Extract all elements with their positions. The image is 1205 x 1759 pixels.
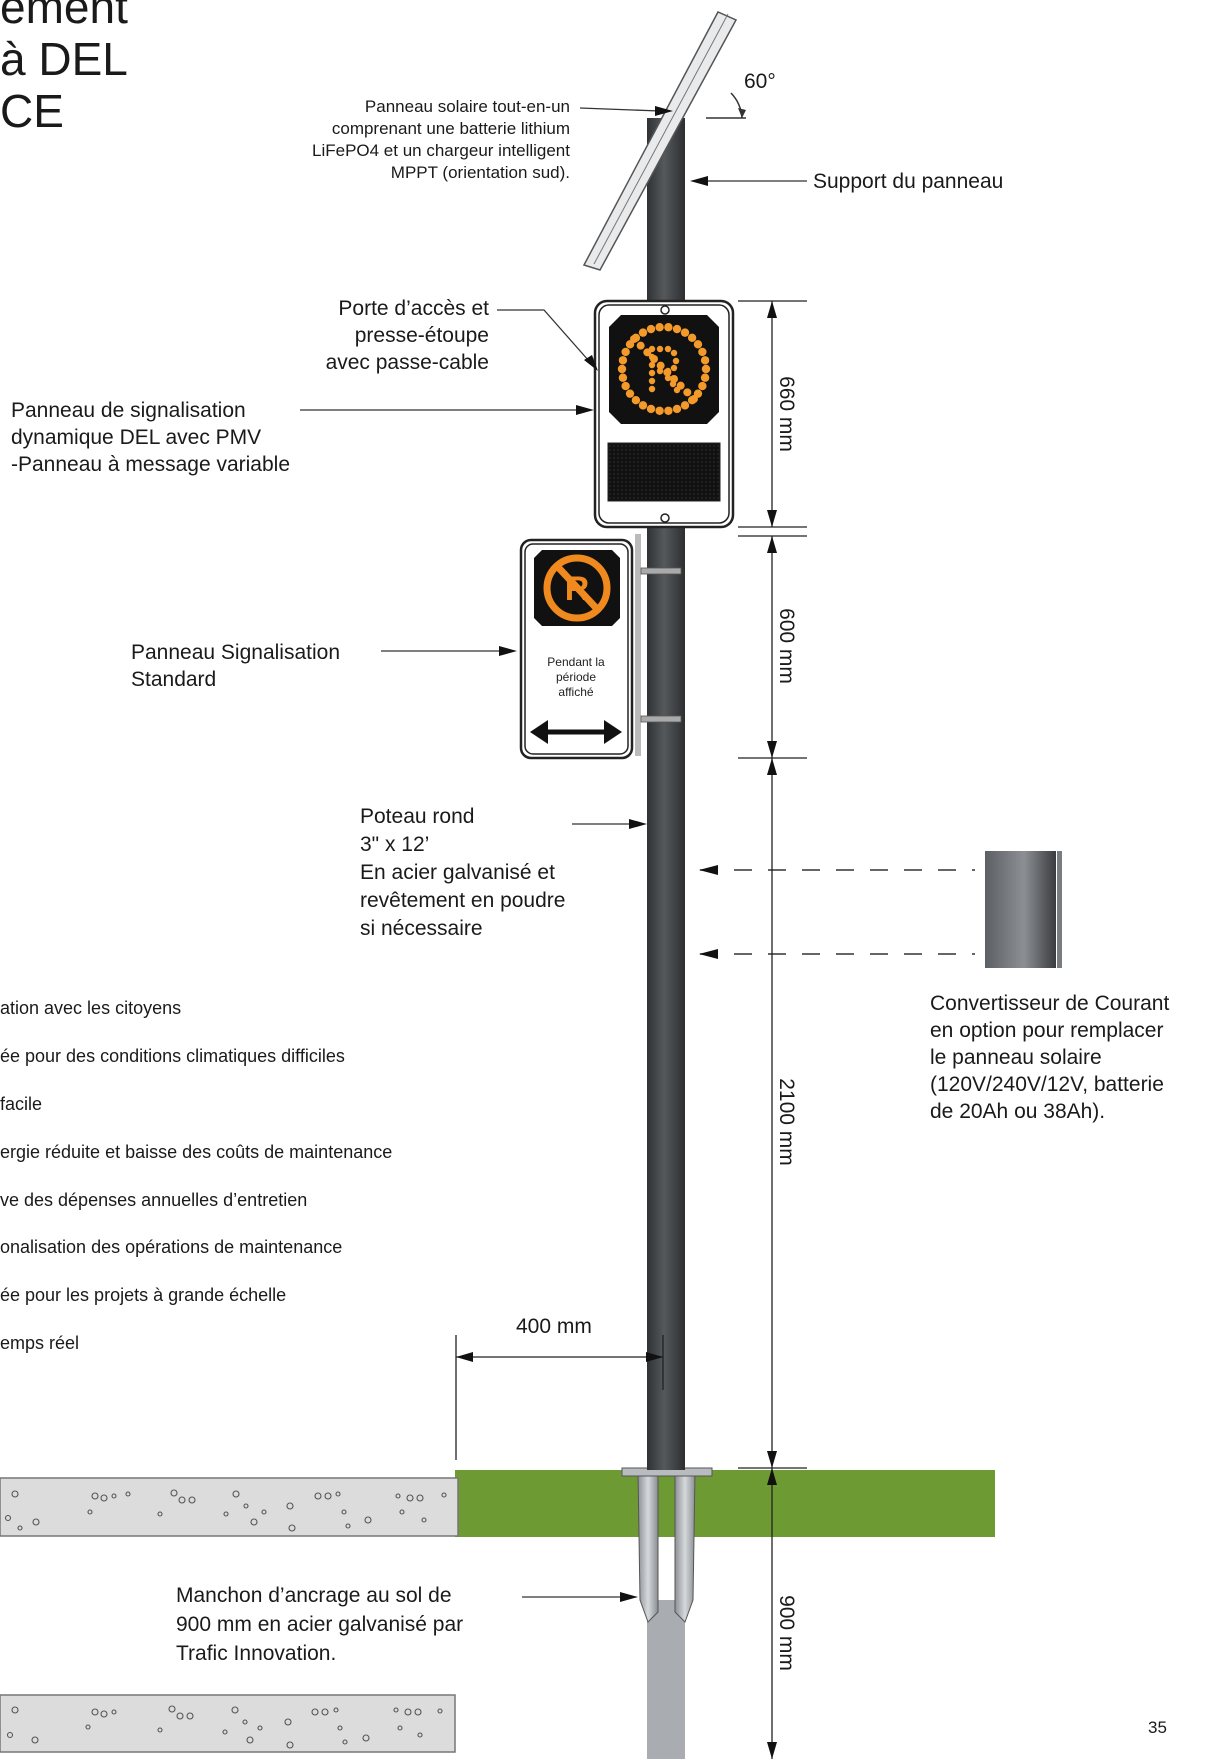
converter-arrow-top <box>699 865 718 875</box>
led-dot <box>618 356 628 365</box>
anchor-sleeve-right <box>674 1471 696 1623</box>
feature-item: ée pour les projets à grande échelle <box>0 1285 287 1305</box>
standard-sign: R <box>519 534 682 760</box>
dimension-400: 400 mm <box>516 1315 592 1338</box>
feature-item: onalisation des opérations de maintenanc… <box>0 1237 343 1257</box>
concrete-aggregate-top <box>4 1489 447 1532</box>
title-line-3: CE <box>0 85 64 137</box>
converter-edge <box>1057 851 1062 968</box>
angle-arrowhead <box>738 108 746 118</box>
led-dot <box>664 406 673 415</box>
feature-item: emps réel <box>0 1333 80 1353</box>
solar-panel <box>582 11 738 271</box>
led-dot <box>672 324 682 334</box>
led-dot <box>683 388 692 397</box>
led-dot <box>655 323 664 332</box>
led-dot <box>636 341 645 350</box>
feature-item: ergie réduite et baisse des coûts de mai… <box>0 1142 393 1162</box>
led-dot <box>648 369 656 377</box>
led-dot <box>693 340 703 349</box>
led-dot <box>669 380 677 388</box>
led-no-parking-symbol <box>617 323 711 415</box>
led-dot <box>648 377 656 385</box>
title-line-1: ement <box>0 0 128 33</box>
led-dot <box>664 345 672 353</box>
led-dot <box>670 364 678 372</box>
dimension-900: 900 mm <box>775 1595 798 1671</box>
feature-item: ée pour des conditions climatiques diffi… <box>0 1046 345 1066</box>
power-converter <box>985 851 1056 968</box>
led-dot <box>670 349 678 357</box>
led-dot <box>672 357 680 365</box>
dimension-660: 660 mm <box>775 376 798 452</box>
led-dot <box>680 401 690 410</box>
led-dot <box>655 406 664 415</box>
dimension-lines <box>455 300 807 1759</box>
led-dot <box>648 385 656 393</box>
concrete-top <box>0 1477 459 1537</box>
led-dot <box>618 373 628 382</box>
angle-arc <box>730 92 743 119</box>
ground <box>0 1694 456 1753</box>
led-dot <box>630 335 638 343</box>
no-parking-ring <box>543 554 611 622</box>
dimension-2100: 2100 mm <box>775 1078 798 1166</box>
led-dot <box>673 386 681 394</box>
led-dot <box>648 361 656 369</box>
led-dot <box>700 373 710 382</box>
grass-surface <box>455 1470 995 1537</box>
led-dot <box>698 381 707 391</box>
led-dot <box>648 353 656 361</box>
led-dot <box>656 345 664 353</box>
led-dot <box>656 367 664 375</box>
led-dot <box>656 361 665 370</box>
led-dot <box>625 389 635 398</box>
feature-item: ation avec les citoyens <box>0 998 182 1018</box>
led-dot <box>664 367 672 375</box>
led-dot <box>701 364 711 374</box>
feature-item: facile <box>0 1094 43 1114</box>
led-dot <box>646 404 656 414</box>
panel-support-label: Support du panneau <box>813 170 1004 193</box>
svg-text:R: R <box>565 570 590 608</box>
feature-item: ve des dépenses annuelles d’entretien <box>0 1190 308 1210</box>
leader-lines <box>300 106 807 1602</box>
angle-label: 60° <box>744 70 776 93</box>
led-dot <box>638 328 648 337</box>
led-dot <box>621 381 630 391</box>
led-dot <box>617 364 627 374</box>
led-dot <box>638 401 648 410</box>
led-dot <box>664 323 673 332</box>
dimension-600: 600 mm <box>775 608 798 684</box>
concrete-slab <box>0 1694 456 1753</box>
concrete-aggregate <box>6 1705 443 1749</box>
led-dot <box>646 324 656 334</box>
led-dot <box>664 374 672 382</box>
led-dot <box>690 395 698 403</box>
led-dot <box>631 396 641 405</box>
led-sign <box>593 299 735 529</box>
title-line-2: à DEL <box>0 33 128 85</box>
led-dot <box>698 347 707 357</box>
pole-underground <box>647 1600 685 1759</box>
page-number: 35 <box>1148 1718 1167 1737</box>
led-dot <box>680 328 690 337</box>
led-dot <box>672 404 682 414</box>
led-dot <box>648 345 656 353</box>
led-dot <box>700 356 710 365</box>
converter-arrow-bottom <box>699 949 718 959</box>
led-dot <box>621 347 630 357</box>
anchor-sleeve-left <box>637 1471 659 1623</box>
led-dot <box>687 333 697 342</box>
